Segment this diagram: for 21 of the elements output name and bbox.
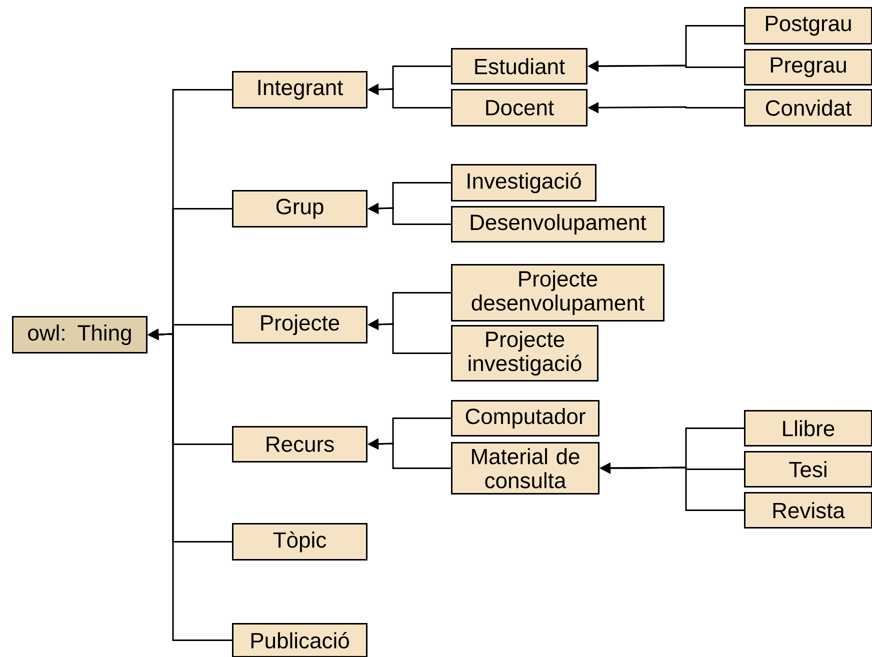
- class-box: owl: Thing: [12, 316, 148, 354]
- class-box: Llibre: [744, 410, 872, 446]
- class-box: Projecte desenvolupament: [451, 264, 664, 322]
- class-box: Revista: [744, 492, 872, 528]
- class-box: Postgrau: [744, 7, 872, 44]
- class-box: Investigació: [451, 164, 596, 202]
- class-box: Docent: [451, 89, 588, 126]
- class-box: Projecte: [232, 306, 368, 344]
- class-box: Integrant: [232, 71, 368, 108]
- class-box: Computador: [451, 400, 600, 436]
- class-box: Grup: [232, 190, 368, 228]
- class-box: Publicació: [232, 623, 368, 657]
- class-box: Material de consulta: [451, 442, 600, 494]
- class-box: Projecte investigació: [451, 325, 598, 382]
- class-box: Convidat: [744, 89, 872, 126]
- class-box: Pregrau: [744, 49, 872, 86]
- class-box: Tòpic: [232, 523, 368, 560]
- class-box: Tesi: [744, 451, 872, 488]
- class-box: Estudiant: [451, 48, 588, 84]
- class-box: Desenvolupament: [451, 206, 664, 242]
- class-box: Recurs: [232, 426, 368, 462]
